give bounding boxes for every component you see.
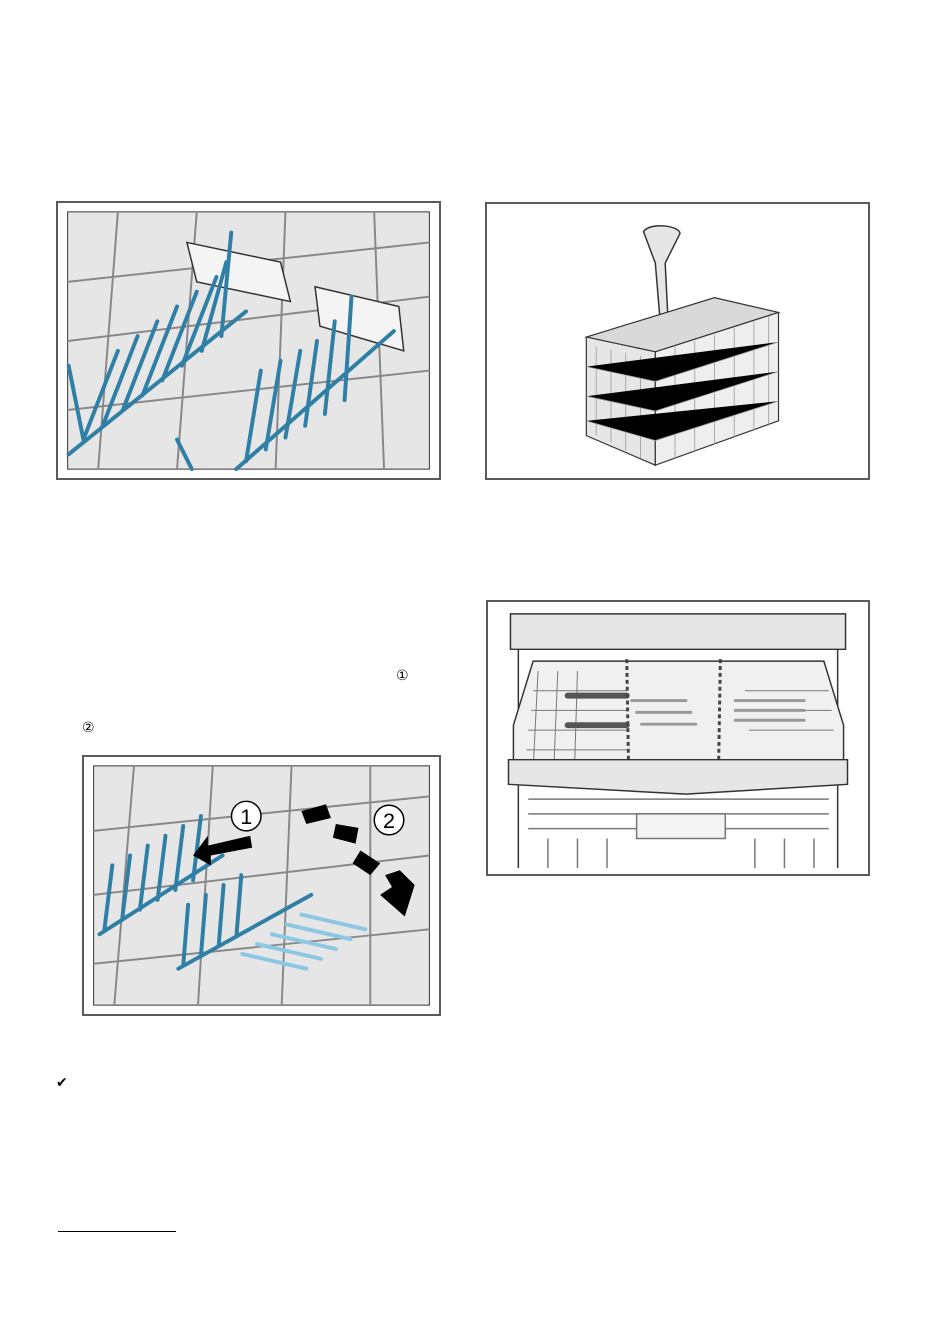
figure-cutlery-basket xyxy=(485,202,870,480)
cutlery-basket-illustration xyxy=(487,204,868,478)
cutlery-drawer-illustration xyxy=(488,602,868,874)
figure-fold-tines-steps: 1 2 xyxy=(82,755,441,1016)
check-mark-icon: ✔ xyxy=(56,1075,68,1091)
footnote-separator xyxy=(58,1231,176,1232)
fold-step-2-callout: 2 xyxy=(383,808,395,833)
foldable-tines-illustration xyxy=(58,203,439,478)
figure-cutlery-drawer xyxy=(486,600,870,876)
figure-foldable-tines xyxy=(56,201,441,480)
step-2-marker: ② xyxy=(82,720,95,736)
step-1-marker: ① xyxy=(396,668,409,684)
fold-tines-steps-illustration: 1 2 xyxy=(84,757,439,1014)
fold-step-1-callout: 1 xyxy=(240,804,252,829)
